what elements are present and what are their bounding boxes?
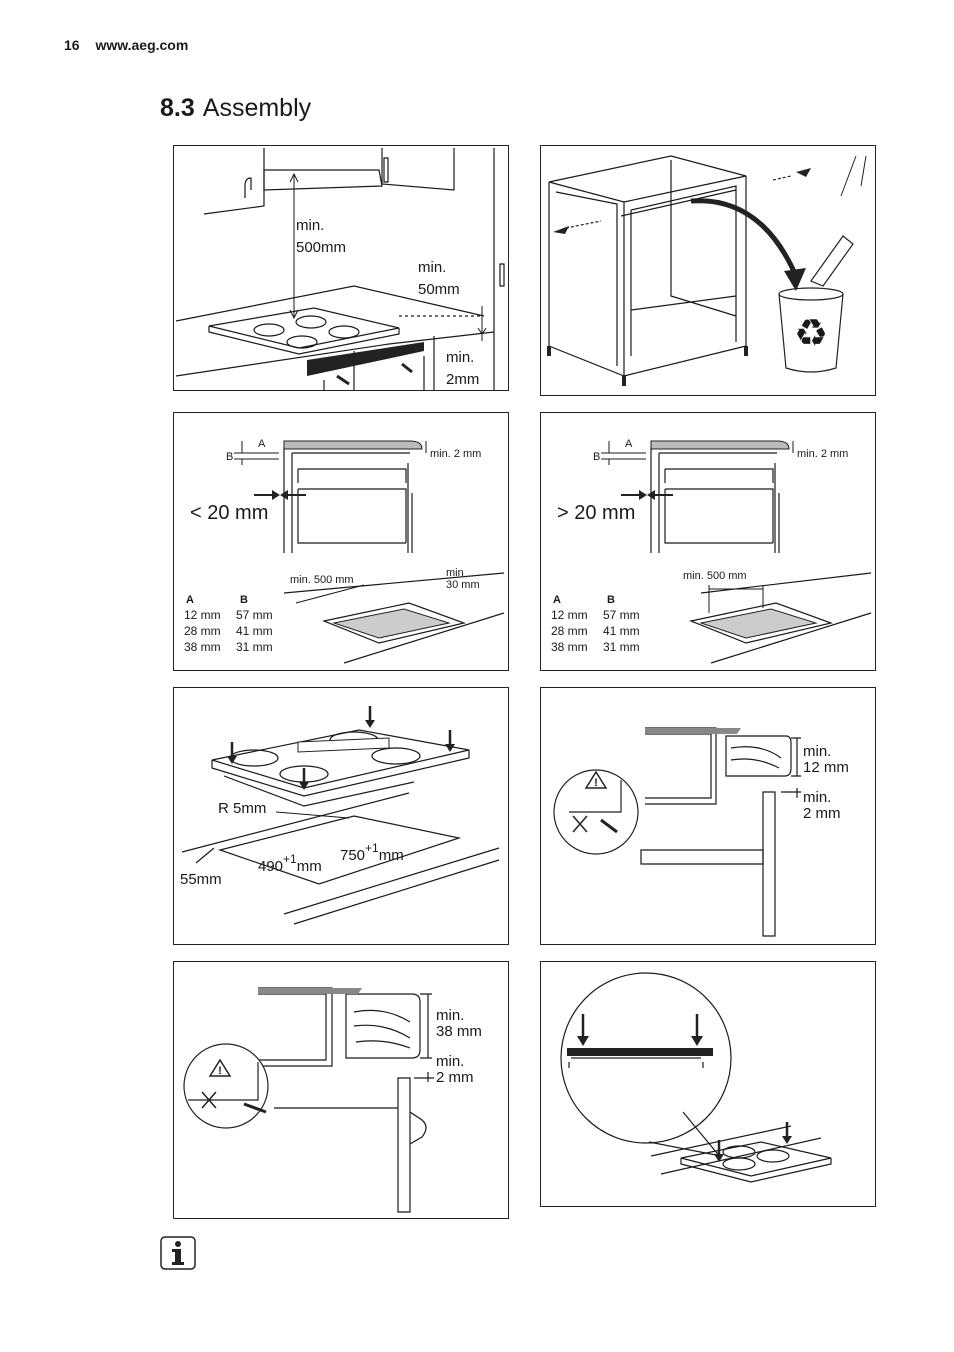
depth-label: 55mm: [180, 871, 222, 888]
table-cell: 12 mm: [551, 608, 588, 622]
svg-text:!: !: [218, 1065, 222, 1077]
gap-more-20-diagram: A B min. 2 mm > 20 mm min. 500 mm A B 12…: [540, 412, 876, 671]
min-label: min.: [436, 1053, 464, 1070]
min500-label: min. 500 mm: [290, 574, 354, 586]
svg-text:!: !: [594, 777, 598, 789]
worktop-thickness-38-diagram: ! min.38 mm min.2 mm: [173, 961, 509, 1219]
gap-label: > 20 mm: [557, 502, 635, 524]
unit-label: mm: [297, 858, 322, 875]
min500-label: min. 500 mm: [683, 570, 747, 582]
min38-label: 38 mm: [436, 1023, 482, 1040]
tolerance-label: +1: [283, 852, 297, 866]
worktop-thickness-12-diagram: ! min.12 mm min.2 mm: [540, 687, 876, 945]
clearance-500mm-label: 500mm: [296, 239, 346, 256]
unit-label: mm: [379, 847, 404, 864]
svg-text:min.2 mm: min.2 mm: [436, 1053, 474, 1086]
clearance-min50-label-1: min.: [418, 259, 446, 276]
warning-icon: !: [183, 1043, 269, 1129]
min-label: min.: [803, 789, 831, 806]
svg-text:min.2mm: min. 2mm: [446, 349, 479, 388]
clearance-min50-label-2: 50mm: [418, 281, 460, 298]
cutout-dimensions-diagram: R 5mm 490+1mm 750+1mm 55mm: [173, 687, 509, 945]
svg-text:min.50mm: min. 50mm: [418, 259, 460, 298]
table-cell: 31 mm: [603, 640, 640, 654]
svg-text:min.2 mm: min.2 mm: [803, 789, 841, 822]
table-cell: 41 mm: [236, 624, 273, 638]
table-cell: 41 mm: [603, 624, 640, 638]
dim-b-label: B: [226, 451, 233, 463]
min2-label: 2 mm: [436, 1069, 474, 1086]
table-cell: 57 mm: [603, 608, 640, 622]
min-label: min.: [803, 743, 831, 760]
website-link[interactable]: www.aeg.com: [95, 37, 189, 53]
dim-a-label: A: [258, 438, 266, 450]
table-head-b: B: [240, 594, 248, 606]
seal-installation-diagram: [540, 961, 876, 1207]
gap-label: < 20 mm: [190, 502, 268, 524]
warning-icon: !: [553, 769, 639, 855]
remove-rail-diagram: ♻: [540, 145, 876, 396]
page-header: 16 www.aeg.com: [64, 37, 188, 53]
table-cell: 38 mm: [551, 640, 588, 654]
svg-text:♻: ♻: [794, 313, 828, 355]
section-number: 8.3: [160, 94, 195, 122]
dim-b-label: B: [593, 451, 600, 463]
section-title-text: Assembly: [202, 94, 312, 122]
table-cell: 28 mm: [551, 624, 588, 638]
svg-text:min.12 mm: min.12 mm: [803, 743, 849, 776]
table-cell: 57 mm: [236, 608, 273, 622]
min2-label: min. 2 mm: [430, 448, 481, 460]
min-label: min.: [436, 1007, 464, 1024]
clearance-min2-label-2: 2mm: [446, 371, 479, 388]
width-750-label: 750: [340, 847, 365, 864]
table-head-b: B: [607, 594, 615, 606]
svg-text:750+1mm: 750+1mm: [340, 841, 404, 864]
min2-label: min. 2 mm: [797, 448, 848, 460]
min30-label-2: 30 mm: [446, 579, 480, 591]
table-cell: 38 mm: [184, 640, 221, 654]
table-cell: 12 mm: [184, 608, 221, 622]
min30-label-1: min: [446, 567, 464, 579]
page-number: 16: [64, 37, 80, 53]
table-cell: 28 mm: [184, 624, 221, 638]
svg-text:min.500mm: min. 500mm: [296, 217, 346, 256]
svg-text:min.38 mm: min.38 mm: [436, 1007, 482, 1040]
svg-text:490+1mm: 490+1mm: [258, 852, 322, 875]
min2-label: 2 mm: [803, 805, 841, 822]
clearance-diagram: min. 500mm min. 50mm min. 2mm: [173, 145, 509, 391]
radius-label: R 5mm: [218, 800, 266, 817]
width-490-label: 490: [258, 858, 283, 875]
clearance-min2-label-1: min.: [446, 349, 474, 366]
table-cell: 31 mm: [236, 640, 273, 654]
info-icon: [160, 1236, 196, 1270]
table-head-a: A: [186, 594, 194, 606]
recycle-bin-icon: ♻: [778, 287, 844, 373]
table-head-a: A: [553, 594, 561, 606]
dim-a-label: A: [625, 438, 633, 450]
min12-label: 12 mm: [803, 759, 849, 776]
clearance-min-label: min.: [296, 217, 324, 234]
tolerance-label: +1: [365, 841, 379, 855]
